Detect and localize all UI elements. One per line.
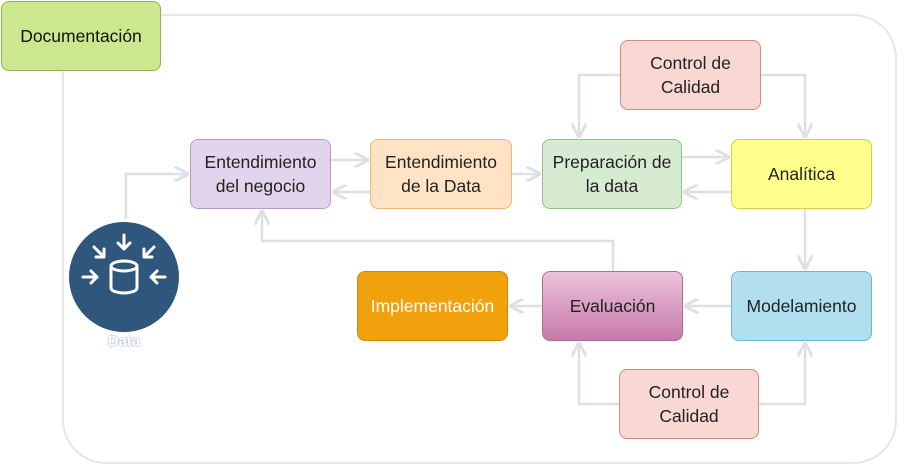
preparacion-line1: Preparación de: [552, 152, 672, 172]
evaluacion-label: Evaluación: [569, 296, 656, 316]
implementacion-label: Implementación: [370, 296, 495, 316]
arrow-eval-to-negocio: [262, 213, 615, 271]
arrow-data-to-negocio: [124, 174, 186, 219]
control-calidad-top-box: Control de Calidad: [620, 40, 761, 110]
control-calidad-bottom-box: Control de Calidad: [619, 369, 759, 439]
modelamiento-label: Modelamiento: [746, 296, 857, 316]
preparacion-box: Preparación de la data: [542, 139, 682, 209]
evaluacion-box: Evaluación: [542, 271, 683, 341]
entendimiento-negocio-box: Entendimiento del negocio: [190, 139, 331, 209]
preparacion-line2: la data: [585, 176, 639, 196]
arrow-qc-to-analitica: [761, 73, 805, 135]
entendimiento-data-box: Entendimiento de la Data: [370, 139, 512, 209]
control-calidad-bottom-line1: Control de: [648, 382, 730, 402]
data-icon-label: Data: [107, 333, 141, 350]
entendimiento-negocio-line2: del negocio: [215, 176, 306, 196]
analitica-box: Analítica: [731, 139, 872, 209]
entendimiento-data-line2: de la Data: [401, 176, 481, 196]
arrow-qc-to-model: [759, 345, 805, 406]
entendimiento-data-line1: Entendimiento: [385, 152, 497, 172]
control-calidad-top-line2: Calidad: [660, 77, 721, 97]
process-frame: [62, 14, 897, 464]
control-calidad-bottom-line2: Calidad: [659, 406, 719, 426]
entendimiento-negocio-line1: Entendimiento: [204, 152, 317, 172]
arrow-qc-to-eval: [579, 345, 619, 406]
implementacion-box: Implementación: [357, 271, 508, 341]
documentacion-label: Documentación: [20, 26, 142, 46]
analitica-label: Analítica: [767, 164, 836, 184]
modelamiento-box: Modelamiento: [731, 271, 872, 341]
arrow-qc-to-prep: [579, 73, 620, 135]
control-calidad-top-line1: Control de: [650, 53, 731, 73]
database-icon: [69, 222, 179, 332]
documentacion-box: Documentación: [1, 1, 161, 71]
